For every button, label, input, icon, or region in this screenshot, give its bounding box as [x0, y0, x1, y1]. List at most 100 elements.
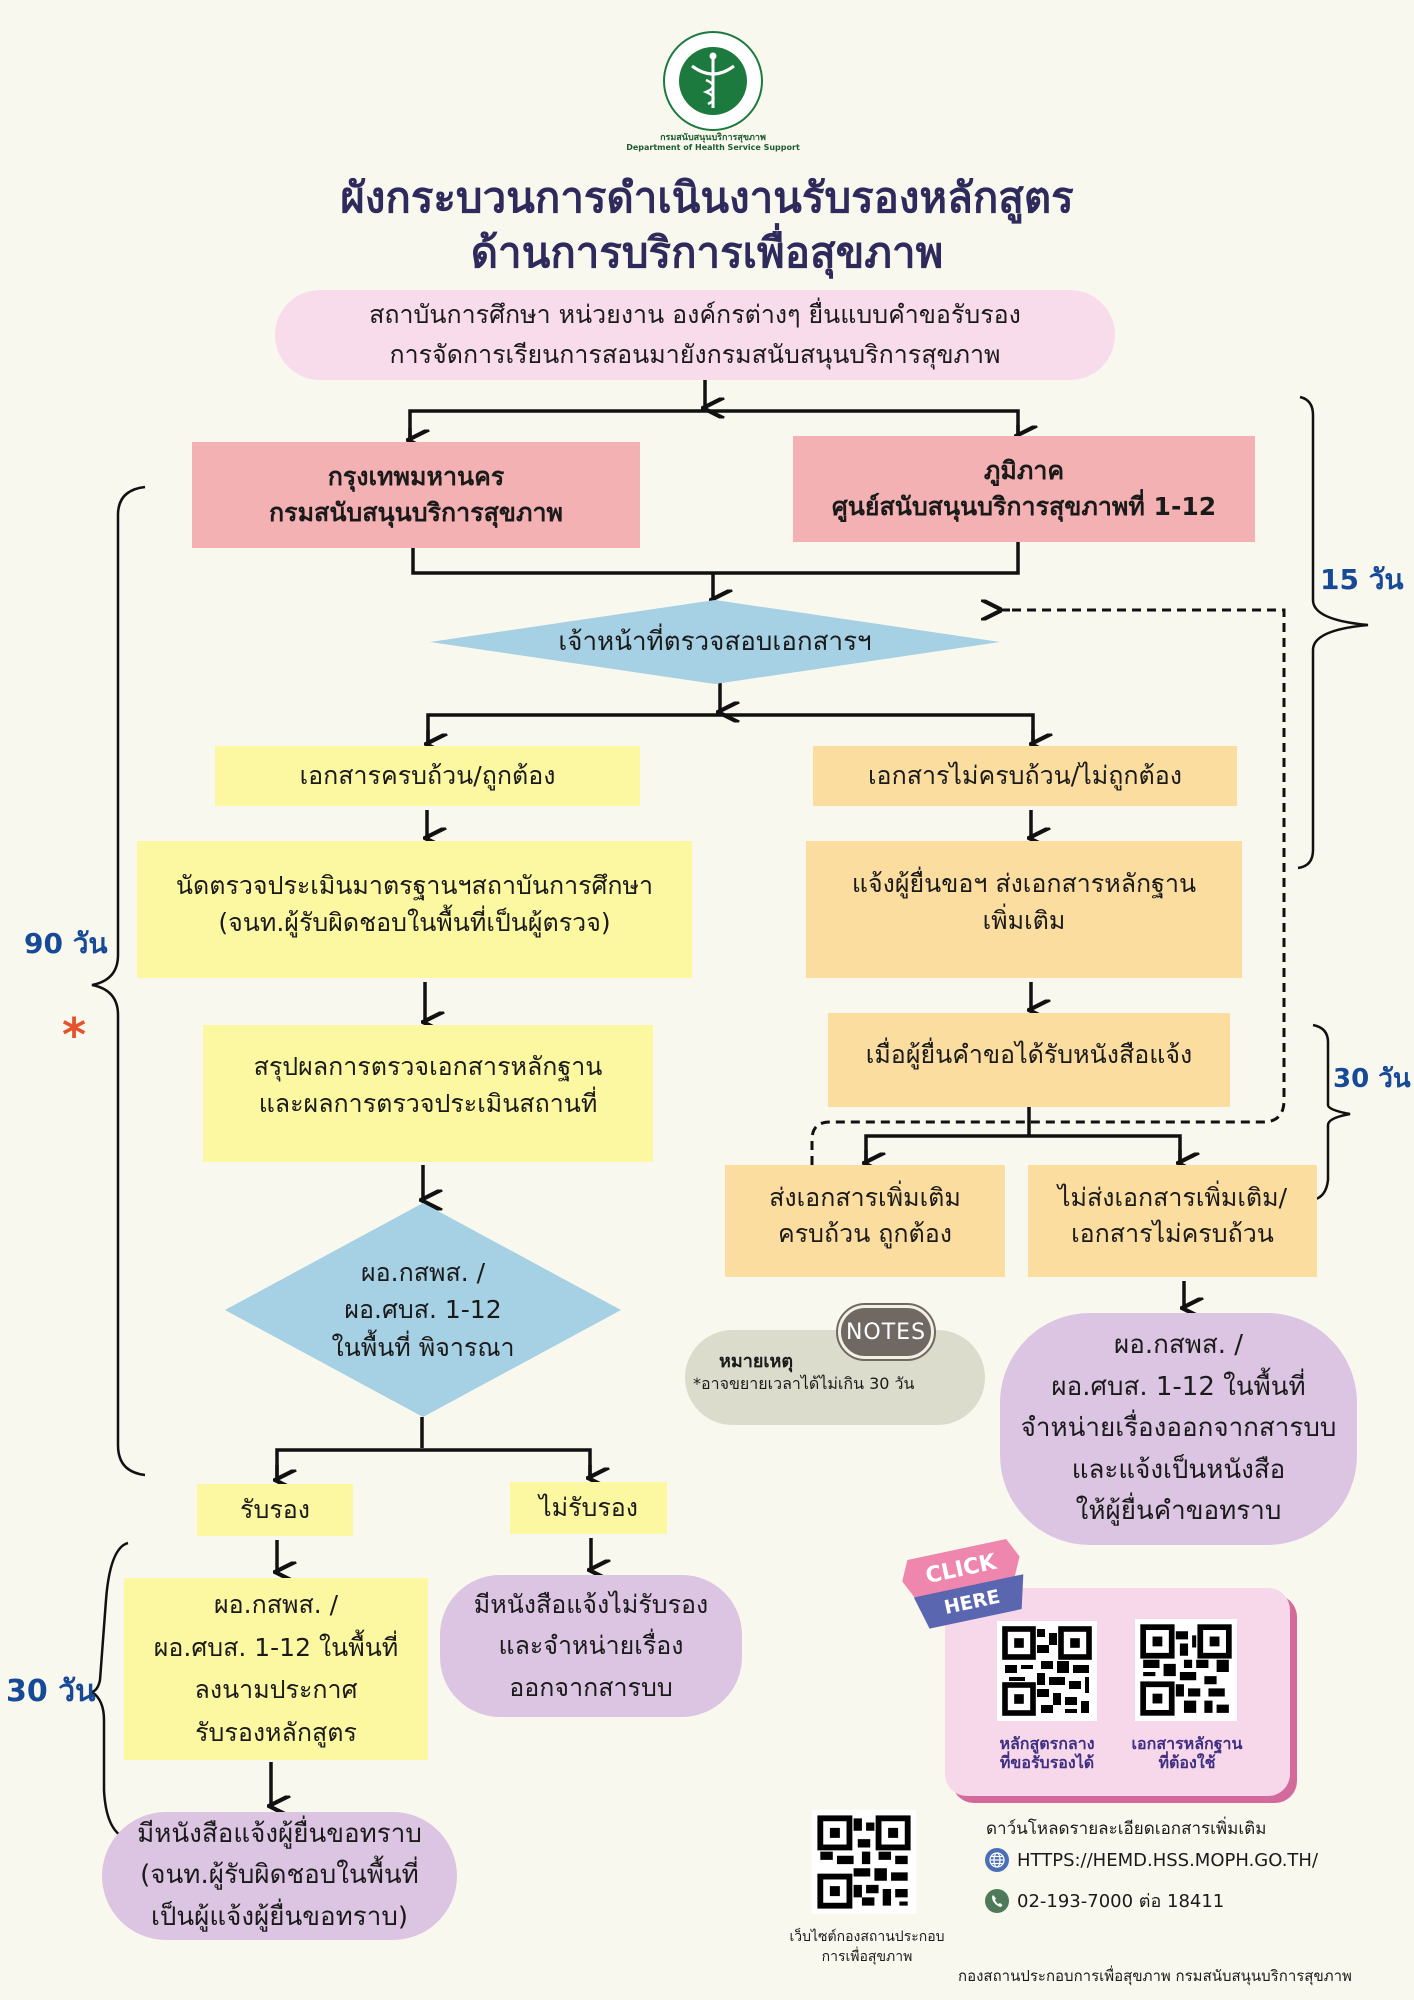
page-title-line2: ด้านการบริการเพื่อสุขภาพ: [470, 228, 944, 277]
docs-complete-box: เอกสารครบถ้วน/ถูกต้อง: [215, 746, 640, 806]
qr-code-courses[interactable]: [997, 1621, 1097, 1721]
dept-name-thai: กรมสนับสนุนบริการสุขภาพ: [660, 133, 766, 143]
website-link-row[interactable]: HTTPS://HEMD.HSS.MOPH.GO.TH/: [985, 1848, 1318, 1872]
page-title-line1: ผังกระบวนการดำเนินงานรับรองหลักสูตร: [340, 173, 1074, 222]
docs-sent-line2: ครบถ้วน ถูกต้อง: [778, 1219, 952, 1248]
notify-line3: เป็นผู้แจ้งผู้ยื่นขอทราบ): [150, 1901, 409, 1932]
request-line1: แจ้งผู้ยื่นขอฯ ส่งเอกสารหลักฐาน: [851, 869, 1197, 899]
notice-received-box: เมื่อผู้ยื่นคำขอได้รับหนังสือแจ้ง: [828, 1013, 1230, 1107]
website-qr-caption-line1: เว็บไซต์กองสถานประกอบ: [789, 1929, 945, 1945]
asterisk-icon: *: [62, 1008, 87, 1062]
qr-card: หลักสูตรกลาง ที่ขอรับรองได้ เอกสารหลักฐา…: [945, 1588, 1290, 1796]
qr-icon: [1140, 1624, 1232, 1716]
reject-notice-line2: และจำหน่ายเรื่อง: [498, 1631, 684, 1661]
start-line2: การจัดการเรียนการสอนมายังกรมสนับสนุนบริก…: [389, 340, 1001, 369]
director-decision-label: ผอ.กสพส. / ผอ.ศบส. 1-12 ในพื้นที่ พิจารณ…: [225, 1203, 621, 1417]
bangkok-line1: กรุงเทพมหานคร: [327, 461, 505, 491]
notice-received-label: เมื่อผู้ยื่นคำขอได้รับหนังสือแจ้ง: [865, 1039, 1193, 1069]
notes-badge-label: NOTES: [845, 1319, 927, 1345]
discard-line2: ผอ.ศบส. 1-12 ในพื้นที่: [1051, 1371, 1306, 1402]
approve-sign-box: ผอ.กสพส. / ผอ.ศบส. 1-12 ในพื้นที่ ลงนามป…: [124, 1578, 428, 1760]
bracket-15-days: [1297, 395, 1369, 870]
split-line-branches: [408, 409, 1020, 440]
discard-line5: ให้ผู้ยื่นคำขอทราบ: [1075, 1496, 1282, 1527]
appointment-line1: นัดตรวจประเมินมาตรฐานฯสถาบันการศึกษา: [175, 871, 654, 901]
bracket-90-days: [91, 485, 146, 1477]
phone-row[interactable]: 02-193-7000 ต่อ 18411: [985, 1886, 1224, 1915]
check-docs-label: เจ้าหน้าที่ตรวจสอบเอกสารฯ: [558, 626, 872, 657]
qr-code-website[interactable]: [812, 1810, 916, 1914]
notes-text: *อาจขยายเวลาได้ไม่เกิน 30 วัน: [693, 1374, 915, 1393]
approve-sign-line3: ลงนามประกาศ: [194, 1675, 358, 1704]
qr2-caption-line2: ที่ต้องใช้: [1158, 1753, 1216, 1773]
ribbon-here-label: HERE: [942, 1585, 1003, 1619]
regional-line2: ศูนย์สนับสนุนบริการสุขภาพที่ 1-12: [831, 492, 1217, 521]
reject-notice-line1: มีหนังสือแจ้งไม่รับรอง: [473, 1590, 709, 1620]
merge-line-branches: [411, 541, 1020, 575]
approve-box: รับรอง: [197, 1484, 353, 1536]
docs-not-sent-line1: ไม่ส่งเอกสารเพิ่มเติม/: [1057, 1182, 1288, 1212]
appointment-line2: (จนท.ผู้รับผิดชอบในพื้นที่เป็นผู้ตรวจ): [218, 907, 611, 937]
reject-notice-line3: ออกจากสารบบ: [509, 1672, 673, 1702]
docs-not-sent-box: ไม่ส่งเอกสารเพิ่มเติม/ เอกสารไม่ครบถ้วน: [1028, 1165, 1317, 1277]
dashed-feedback-loop: [810, 608, 1286, 1165]
director-decision-diamond: [225, 1203, 621, 1417]
split-line-decision: [275, 1448, 592, 1480]
approve-sign-line1: ผอ.กสพส. /: [213, 1590, 339, 1619]
download-text: ดาว์นโหลดรายละเอียดเอกสารเพิ่มเติม: [986, 1819, 1267, 1839]
qr1-caption-line2: ที่ขอรับรองได้: [999, 1753, 1095, 1773]
split-line-resubmit: [864, 1134, 1182, 1162]
website-qr-caption-line2: การเพื่อสุขภาพ: [821, 1948, 913, 1965]
caduceus-emblem-icon: [663, 31, 763, 131]
discard-line4: และแจ้งเป็นหนังสือ: [1071, 1454, 1286, 1485]
start-line1: สถาบันการศึกษา หน่วยงาน องค์กรต่างๆ ยื่น…: [369, 300, 1021, 329]
approve-sign-line2: ผอ.ศบส. 1-12 ในพื้นที่: [153, 1632, 399, 1662]
qr1-caption-line1: หลักสูตรกลาง: [999, 1734, 1095, 1753]
approve-label: รับรอง: [240, 1494, 310, 1524]
ministry-logo: [662, 30, 764, 132]
qr1-caption: หลักสูตรกลาง ที่ขอรับรองได้: [975, 1734, 1119, 1772]
reject-label: ไม่รับรอง: [539, 1492, 638, 1522]
docs-not-sent-line2: เอกสารไม่ครบถ้วน: [1071, 1219, 1274, 1248]
duration-30-days-right: 30 วัน: [1333, 1064, 1411, 1094]
bangkok-branch-box: กรุงเทพมหานคร กรมสนับสนุนบริการสุขภาพ: [192, 442, 640, 548]
notes-badge-icon: NOTES: [836, 1303, 936, 1361]
discard-request-pill: ผอ.กสพส. / ผอ.ศบส. 1-12 ในพื้นที่ จำหน่า…: [1000, 1313, 1357, 1545]
qr-icon: [1002, 1626, 1092, 1716]
appointment-box: นัดตรวจประเมินมาตรฐานฯสถาบันการศึกษา (จน…: [137, 841, 692, 978]
website-url[interactable]: HTTPS://HEMD.HSS.MOPH.GO.TH/: [1017, 1849, 1319, 1871]
discard-line1: ผอ.กสพส. /: [1113, 1330, 1244, 1361]
summary-box: สรุปผลการตรวจเอกสารหลักฐาน และผลการตรวจป…: [203, 1025, 653, 1162]
reject-box: ไม่รับรอง: [510, 1482, 667, 1534]
regional-line1: ภูมิภาค: [983, 455, 1065, 485]
split-line-docs: [426, 713, 1035, 744]
bracket-30-days-left: [89, 1541, 129, 1840]
qr2-caption-line1: เอกสารหลักฐาน: [1131, 1734, 1243, 1753]
decision-line3: ในพื้นที่ พิจารณา: [331, 1332, 515, 1362]
request-more-docs-box: แจ้งผู้ยื่นขอฯ ส่งเอกสารหลักฐาน เพิ่มเติ…: [806, 841, 1242, 978]
qr-icon: [817, 1815, 911, 1909]
notes-panel: หมายเหตุ *อาจขยายเวลาได้ไม่เกิน 30 วัน: [685, 1330, 985, 1425]
phone-icon: [985, 1888, 1009, 1913]
duration-15-days: 15 วัน: [1320, 563, 1404, 596]
qr-code-documents[interactable]: [1135, 1619, 1237, 1721]
docs-sent-box: ส่งเอกสารเพิ่มเติม ครบถ้วน ถูกต้อง: [725, 1165, 1005, 1277]
regional-branch-box: ภูมิภาค ศูนย์สนับสนุนบริการสุขภาพที่ 1-1…: [793, 436, 1255, 542]
website-qr-caption: เว็บไซต์กองสถานประกอบ การเพื่อสุขภาพ: [772, 1928, 962, 1967]
docs-incomplete-label: เอกสารไม่ครบถ้วน/ไม่ถูกต้อง: [868, 760, 1182, 790]
reject-notice-pill: มีหนังสือแจ้งไม่รับรอง และจำหน่ายเรื่อง …: [440, 1575, 742, 1717]
footer-org-name: กองสถานประกอบการเพื่อสุขภาพ กรมสนับสนุนบ…: [958, 1967, 1352, 1985]
duration-30-days-left: 30 วัน: [6, 1674, 96, 1709]
decision-line1: ผอ.กสพส. /: [360, 1257, 486, 1287]
discard-line3: จำหน่ายเรื่องออกจากสารบบ: [1020, 1413, 1337, 1444]
request-line2: เพิ่มเติม: [982, 905, 1066, 935]
bracket-30-days-right: [1311, 1023, 1351, 1202]
dept-name-english: Department of Health Service Support: [626, 143, 800, 152]
phone-number[interactable]: 02-193-7000 ต่อ 18411: [1017, 1891, 1225, 1912]
docs-incomplete-box: เอกสารไม่ครบถ้วน/ไม่ถูกต้อง: [813, 746, 1237, 806]
decision-line2: ผอ.ศบส. 1-12: [344, 1295, 502, 1325]
summary-line2: และผลการตรวจประเมินสถานที่: [258, 1088, 598, 1118]
notify-line1: มีหนังสือแจ้งผู้ยื่นขอทราบ: [137, 1818, 422, 1849]
notes-heading: หมายเหตุ: [719, 1351, 794, 1372]
